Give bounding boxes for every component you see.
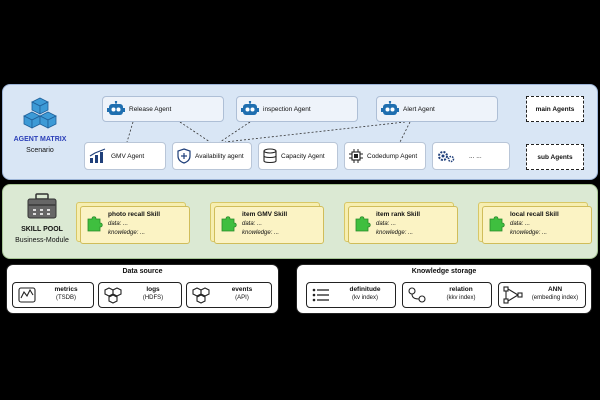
- skill-data: data: ...: [108, 221, 129, 227]
- skill-knowledge: knowledge: ...: [242, 230, 280, 236]
- skill-knowledge: knowledge: ...: [376, 230, 414, 236]
- chart-icon: [89, 148, 106, 163]
- skill-knowledge: knowledge: ...: [108, 230, 146, 236]
- storage-name: relation: [449, 286, 473, 293]
- robot-icon: [241, 101, 259, 115]
- main-agent-label: Release Agent: [129, 105, 172, 113]
- main-agent-alert[interactable]: Alert Agent: [376, 96, 498, 122]
- hexagons-icon: [192, 287, 210, 304]
- main-agent-label: Alert Agent: [403, 105, 435, 113]
- skill-card-item-rank[interactable]: item rank Skill data: ... knowledge: ...: [348, 206, 458, 244]
- main-agent-release[interactable]: Release Agent: [102, 96, 224, 122]
- main-agent-inspection[interactable]: inspection Agent: [236, 96, 358, 122]
- source-name: metrics: [54, 286, 78, 293]
- source-sub: (TSDB): [56, 295, 76, 301]
- skill-pool-subtitle: Business-Module: [15, 237, 69, 244]
- sub-agent-gmv[interactable]: GMV Agent: [84, 142, 166, 170]
- source-name: events: [231, 286, 253, 293]
- relation-icon: [408, 287, 426, 303]
- source-logs[interactable]: logs (HDFS): [98, 282, 182, 308]
- sub-agent-label: Capacity Agent: [281, 152, 325, 160]
- storage-ann[interactable]: ANN (embeding index): [498, 282, 586, 308]
- storage-relation[interactable]: relation (kkv index): [402, 282, 492, 308]
- legend-main-agents: main Agents: [526, 96, 584, 122]
- database-icon: [263, 148, 277, 164]
- legend-sub-agents: sub Agents: [526, 144, 584, 170]
- metrics-icon: [18, 287, 36, 303]
- robot-icon: [381, 101, 399, 115]
- sub-agent-label: ... ...: [469, 152, 482, 160]
- agent-matrix-title: AGENT MATRIX: [13, 136, 67, 143]
- puzzle-icon: [87, 216, 103, 232]
- gears-icon: [438, 151, 455, 163]
- skill-card-local-recall[interactable]: local recall Skill data: ... knowledge: …: [482, 206, 592, 244]
- storage-sub: (kkv index): [446, 295, 476, 301]
- skill-card-photo-recall[interactable]: photo recall Skill data: ... knowledge: …: [80, 206, 190, 244]
- graph-icon: [503, 286, 523, 304]
- sub-agent-capacity[interactable]: Capacity Agent: [258, 142, 338, 170]
- list-icon: [312, 288, 329, 302]
- data-source-title: Data source: [122, 268, 163, 275]
- skill-name: photo recall Skill: [108, 211, 161, 218]
- sub-agent-availability[interactable]: Availability agent: [172, 142, 252, 170]
- sub-agent-codedump[interactable]: Codedump Agent: [344, 142, 426, 170]
- hexagons-icon: [104, 287, 122, 304]
- storage-sub: (kv index): [351, 295, 378, 301]
- storage-definitude[interactable]: definitude (kv index): [306, 282, 396, 308]
- knowledge-storage-title: Knowledge storage: [411, 268, 477, 275]
- sub-agent-label: Codedump Agent: [367, 152, 418, 160]
- skill-data: data: ...: [242, 221, 263, 227]
- skill-data: data: ...: [510, 221, 531, 227]
- source-name: logs: [146, 286, 160, 293]
- chip-icon: [349, 149, 363, 163]
- skill-name: item rank Skill: [376, 211, 421, 218]
- main-agent-label: inspection Agent: [263, 105, 311, 113]
- shield-icon: [177, 148, 191, 164]
- skill-data: data: ...: [376, 221, 397, 227]
- skill-knowledge: knowledge: ...: [510, 230, 548, 236]
- agent-matrix-subtitle: Scenario: [26, 147, 54, 154]
- sub-agent-more[interactable]: ... ...: [432, 142, 510, 170]
- puzzle-icon: [221, 216, 237, 232]
- puzzle-icon: [489, 216, 505, 232]
- cubes-icon: [23, 97, 57, 129]
- skill-pool-title: SKILL POOL: [21, 226, 63, 233]
- skill-name: local recall Skill: [510, 211, 559, 218]
- storage-name: ANN: [547, 286, 563, 293]
- storage-sub: (embeding index): [531, 295, 579, 301]
- source-metrics[interactable]: metrics (TSDB): [12, 282, 94, 308]
- puzzle-icon: [355, 216, 371, 232]
- skill-name: item GMV Skill: [242, 211, 288, 218]
- skill-card-item-gmv[interactable]: item GMV Skill data: ... knowledge: ...: [214, 206, 324, 244]
- source-events[interactable]: events (API): [186, 282, 272, 308]
- robot-icon: [107, 101, 125, 115]
- storage-name: definitude: [349, 286, 381, 293]
- sub-agent-label: Availability agent: [195, 152, 244, 160]
- sub-agent-label: GMV Agent: [111, 152, 145, 160]
- source-sub: (HDFS): [142, 295, 164, 301]
- toolbox-icon: [27, 193, 57, 219]
- source-sub: (API): [235, 295, 249, 301]
